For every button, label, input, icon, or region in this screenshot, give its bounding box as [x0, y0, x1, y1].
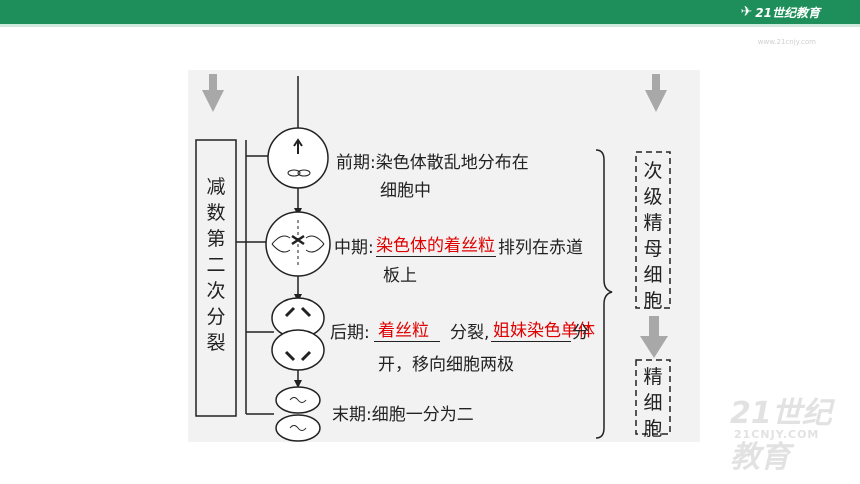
gray-arrow-left-icon: [202, 74, 224, 112]
metaphase-blank-line: [376, 256, 496, 257]
anaphase-line-3: 分: [572, 323, 589, 343]
watermark-sub: 21CNJY.COM: [734, 428, 820, 441]
metaphase-answer: 染色体的着丝粒: [376, 236, 495, 256]
metaphase-line-1: 中期:: [334, 238, 374, 258]
anaphase-blank-line-2: [491, 341, 571, 342]
logo-url: www.21cnjy.com: [757, 38, 816, 46]
telophase-line: 末期:细胞一分为二: [332, 405, 474, 425]
prophase-line-2: 细胞中: [380, 181, 431, 201]
right-box-top-label: 次级精母细胞: [643, 160, 663, 312]
anaphase-answer-1: 着丝粒: [378, 321, 429, 341]
header-strip: [0, 24, 860, 27]
gray-arrow-right-top-icon: [645, 74, 667, 112]
right-box-bottom-label: 精细胞: [643, 366, 663, 440]
gray-arrow-right-mid-icon: [640, 316, 668, 358]
anaphase-line-2: 分裂,: [450, 323, 490, 343]
diagram-lines: [195, 74, 671, 442]
meiosis-diagram: 减数第二次分裂 前期:染色体散乱地分布在 细胞中 中期: 染色体的着丝粒 排列在…: [188, 70, 700, 442]
logo-text: 21世纪教育: [755, 5, 820, 20]
metaphase-line-2: 排列在赤道: [498, 238, 583, 258]
anaphase-answer-2: 姐妹染色单体: [493, 321, 595, 341]
anaphase-line-4: 开，移向细胞两极: [378, 355, 514, 375]
watermark: 21世纪教育: [730, 396, 832, 475]
anaphase-blank-line-1: [374, 341, 440, 342]
logo: ✈ 21世纪教育: [741, 2, 820, 22]
runner-icon: ✈: [740, 4, 753, 20]
left-box-label: 减数第二次分裂: [206, 176, 226, 354]
header-bar: [0, 0, 860, 24]
prophase-line-1: 前期:染色体散乱地分布在: [336, 153, 529, 173]
anaphase-line-1: 后期:: [330, 323, 370, 343]
metaphase-line-3: 板上: [383, 266, 417, 286]
